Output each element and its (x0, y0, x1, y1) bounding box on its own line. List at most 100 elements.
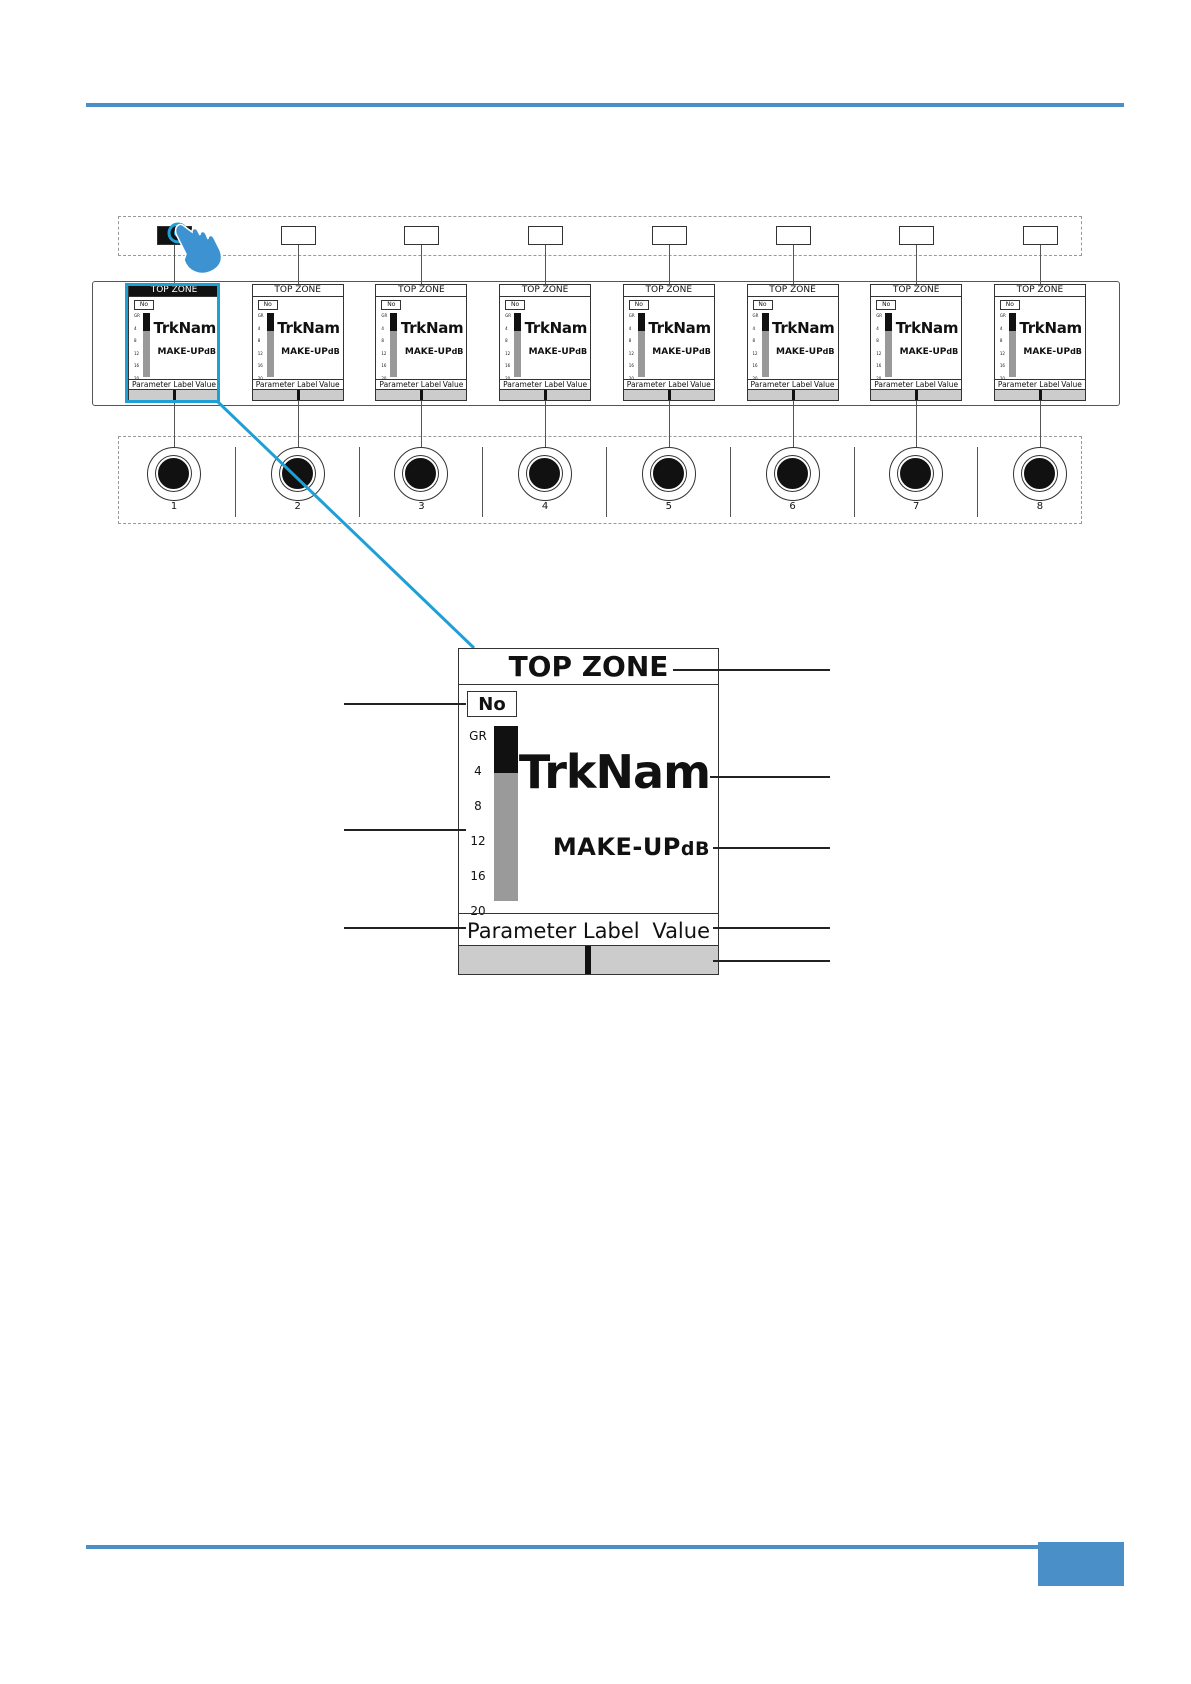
makeup-text: MAKE-UP (652, 347, 699, 357)
no-indicator: No (876, 300, 897, 310)
rotary-knob-1[interactable] (147, 447, 201, 501)
select-button-8[interactable] (1022, 226, 1058, 245)
gr-meter (637, 313, 645, 377)
rotary-knob-6[interactable] (765, 447, 820, 501)
value-bar (871, 389, 962, 400)
makeup-text: MAKE-UP (775, 347, 823, 357)
gr-tick: 4 (474, 764, 482, 778)
parameter-value: Value (652, 919, 710, 943)
value-bar-indicator (1038, 390, 1042, 400)
channel-separator (358, 447, 360, 517)
gr-meter-fill (143, 313, 150, 331)
display-panel (92, 281, 1120, 406)
gr-meter-fill (266, 313, 274, 331)
parameter-value: Value (690, 380, 711, 389)
gr-tick: 8 (474, 799, 482, 813)
makeup-text: MAKE-UP (157, 347, 205, 357)
gr-tick: 4 (381, 325, 384, 331)
connector-line (792, 401, 794, 447)
select-button-4[interactable] (528, 226, 564, 245)
select-button-3[interactable] (404, 226, 440, 245)
channel-separator (482, 447, 484, 517)
knob-cap (898, 456, 934, 491)
gr-tick: 16 (876, 363, 882, 368)
makeup-unit: dB (575, 347, 588, 356)
value-bar (623, 389, 714, 400)
no-indicator: No (257, 300, 278, 310)
no-indicator: No (467, 691, 517, 717)
rotary-knob-2[interactable] (270, 447, 325, 501)
track-name: TrkNam (400, 319, 464, 337)
parameter-label: Parameter Label (874, 380, 936, 389)
rotary-knob-4[interactable] (518, 447, 573, 501)
callout-parameter-label (344, 927, 466, 929)
gr-tick: 16 (257, 363, 263, 368)
gr-tick: GR (505, 313, 511, 318)
callout-top-zone (673, 669, 830, 671)
makeup-text: MAKE-UP (528, 347, 576, 357)
value-bar-indicator (296, 390, 300, 400)
knob-cap (1021, 456, 1057, 491)
parameter-label: Parameter Label (626, 380, 689, 389)
gr-tick: 8 (505, 338, 508, 343)
gr-meter (761, 313, 769, 377)
gr-tick: 12 (470, 834, 486, 848)
makeup-text: MAKE-UP (1023, 347, 1071, 357)
callout-value (713, 927, 830, 929)
connector-line (1039, 245, 1041, 284)
gr-tick: 12 (752, 350, 758, 356)
gr-tick: 20 (876, 375, 882, 381)
knob-number: 8 (1036, 501, 1044, 512)
connector-line (421, 245, 423, 284)
gr-tick: 20 (470, 904, 486, 918)
select-button-2[interactable] (280, 226, 316, 245)
rotary-knob-5[interactable] (641, 447, 696, 501)
rotary-knob-7[interactable] (889, 447, 944, 501)
makeup-unit: dB (698, 347, 711, 356)
no-indicator: No (505, 300, 526, 310)
top-zone-label: TOP ZONE (129, 285, 219, 297)
connector-line (1039, 401, 1041, 447)
track-name: TrkNam (153, 319, 217, 337)
gr-meter (1008, 313, 1016, 377)
makeup-unit: dB (327, 347, 340, 356)
gr-tick: 4 (505, 325, 508, 331)
knob-strip (118, 436, 1082, 524)
gr-tick: 20 (752, 375, 758, 381)
bottom-rule (86, 1545, 1124, 1549)
value-bar-indicator (173, 390, 176, 400)
select-button-7[interactable] (899, 226, 935, 245)
gr-tick: GR (628, 313, 635, 318)
select-button-5[interactable] (651, 226, 687, 245)
select-button-6[interactable] (775, 226, 811, 245)
rotary-knob-3[interactable] (394, 447, 449, 501)
connector-line (916, 401, 918, 447)
parameter-label: Parameter Label (379, 380, 442, 389)
gr-tick: GR (381, 313, 388, 318)
track-name: TrkNam (277, 319, 340, 337)
no-indicator: No (999, 300, 1020, 310)
value-bar (500, 389, 591, 400)
gr-meter (885, 313, 893, 377)
gr-meter (266, 313, 274, 377)
makeup-label: MAKE-UPdB (1023, 347, 1082, 357)
gr-tick: 4 (134, 325, 137, 331)
connector-line (297, 245, 299, 284)
connector-line (668, 401, 670, 447)
select-button-strip (118, 216, 1082, 256)
gr-tick: 20 (999, 375, 1005, 381)
track-name: TrkNam (1019, 319, 1082, 337)
rotary-knob-8[interactable] (1012, 447, 1067, 501)
top-zone-label: TOP ZONE (623, 285, 714, 297)
value-bar (994, 389, 1085, 400)
connector-line (792, 245, 794, 284)
top-zone-label: TOP ZONE (747, 285, 838, 297)
makeup-unit: dB (680, 838, 710, 860)
gr-tick: 16 (999, 363, 1005, 368)
